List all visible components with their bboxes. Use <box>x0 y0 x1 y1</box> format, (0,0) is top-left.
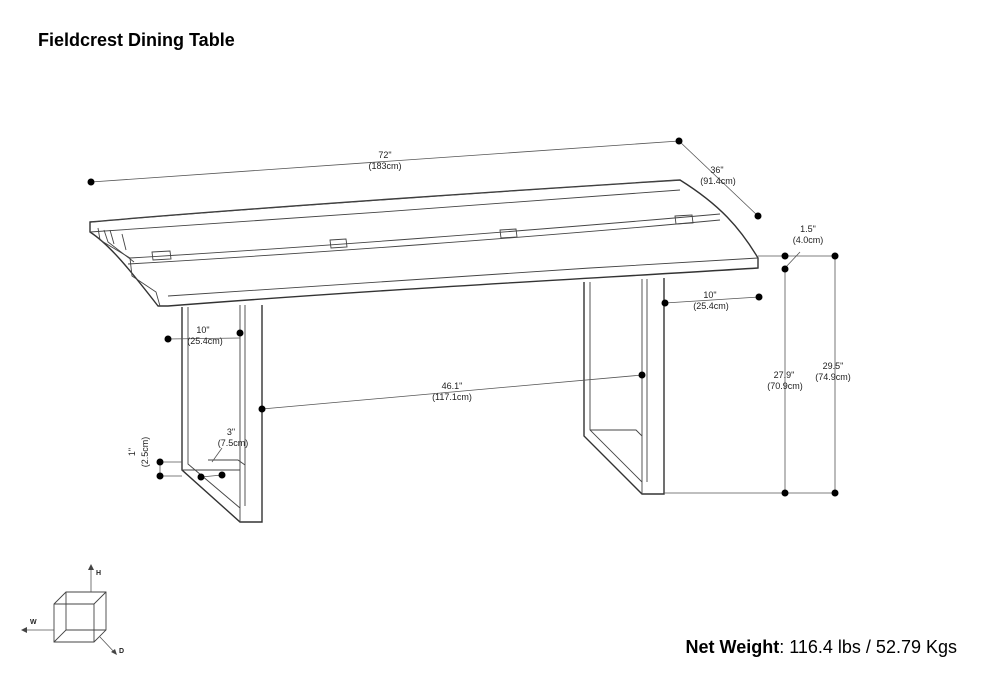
length-in-label: 72" <box>378 150 391 160</box>
product-title: Fieldcrest Dining Table <box>38 30 235 50</box>
height-axis-label: H <box>96 570 101 577</box>
leg-width-in-label: 3" <box>227 427 235 437</box>
leg-width-cm-label: (7.5cm) <box>218 438 249 448</box>
leg-height-in-label: 27.9" <box>774 370 795 380</box>
net-weight-label: Net Weight <box>685 637 780 657</box>
orientation-cube: H W D <box>21 564 124 655</box>
overhang-right-in-label: 10" <box>703 290 716 300</box>
between-legs-in-label: 46.1" <box>442 381 463 391</box>
overhang-left-in-label: 10" <box>196 325 209 335</box>
table-top <box>89 179 759 307</box>
depth-in-label: 36" <box>710 165 723 175</box>
width-axis-label: W <box>30 619 37 626</box>
net-weight: Net Weight: 116.4 lbs / 52.79 Kgs <box>686 637 957 658</box>
right-leg <box>583 278 665 495</box>
overhang-right-cm-label: (25.4cm) <box>693 301 729 311</box>
overhang-left-cm-label: (25.4cm) <box>187 336 223 346</box>
between-legs-cm-label: (117.1cm) <box>432 392 472 402</box>
dimension-labels: 72" (183cm) 36" (91.4cm) 1.5" (4.0cm) 10… <box>127 150 851 467</box>
depth-axis-label: D <box>119 648 124 655</box>
net-weight-value: : 116.4 lbs / 52.79 Kgs <box>779 637 957 657</box>
left-leg <box>181 305 263 523</box>
foot-thickness-in-label: 1" <box>127 448 137 456</box>
depth-cm-label: (91.4cm) <box>700 176 736 186</box>
leg-height-cm-label: (70.9cm) <box>767 381 803 391</box>
length-cm-label: (183cm) <box>368 161 401 171</box>
total-height-cm-label: (74.9cm) <box>815 372 851 382</box>
total-height-in-label: 29.5" <box>823 361 844 371</box>
dimension-points <box>87 137 839 497</box>
top-thickness-cm-label: (4.0cm) <box>793 235 824 245</box>
dimension-lines <box>90 140 836 494</box>
foot-thickness-cm-label: (2.5cm) <box>140 437 150 468</box>
top-thickness-in-label: 1.5" <box>800 224 816 234</box>
